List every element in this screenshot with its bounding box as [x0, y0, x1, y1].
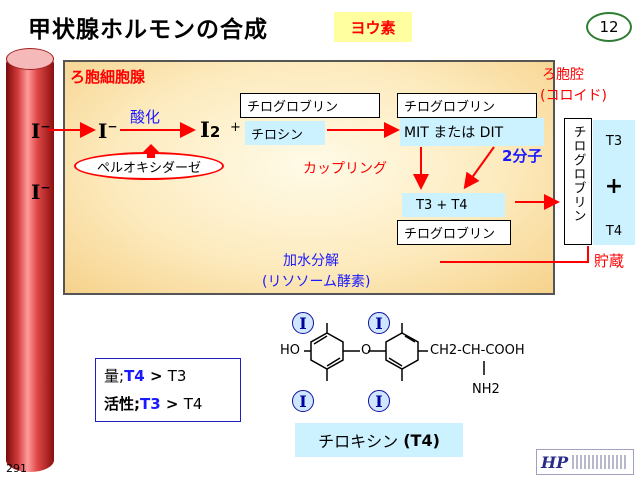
amino-group: NH2	[472, 382, 500, 397]
thyroglobulin-vertical-label: チログロブリン	[570, 125, 586, 223]
blood-vessel	[6, 52, 54, 472]
iodine-molecule: I2	[200, 117, 221, 142]
t3-t4-stored-box: T3 + T4	[593, 120, 635, 245]
right-ring	[385, 332, 419, 370]
iodine-tag: ヨウ素	[334, 12, 412, 42]
coupling-arrow-2	[463, 146, 495, 190]
iodide-blood-2: I−	[31, 180, 51, 204]
page-badge: 12	[586, 12, 632, 42]
publisher-logo-text	[572, 455, 629, 469]
left-ring	[310, 332, 344, 370]
iodide-cell: I−	[98, 119, 118, 143]
thyroxine-structure	[304, 323, 485, 381]
side-chain: CH2-CH-COOH	[430, 343, 525, 358]
mit-dit-box: MIT または DIT	[400, 118, 544, 146]
oxidation-label: 酸化	[130, 108, 161, 126]
ratio-box: 量;T4 > T3 活性;T3 > T4	[95, 358, 241, 422]
colloid-label: ろ胞腔	[542, 67, 584, 83]
iodine-badge-2: I	[368, 312, 390, 334]
activity-row: 活性;T3 > T4	[104, 395, 203, 413]
enzyme-arrow	[141, 144, 161, 158]
t4-label: T4	[605, 224, 623, 239]
cell-label: ろ胞細胞腺	[70, 68, 146, 86]
hydroxyl-group: HO	[280, 343, 301, 358]
thyroglobulin-box-3: チログロブリン	[397, 220, 511, 245]
iodine-badge-3: I	[292, 390, 314, 412]
blood-vessel-opening	[6, 48, 54, 70]
ether-oxygen: O	[361, 343, 372, 358]
hydrolysis-sublabel: (リソソーム酵素)	[262, 274, 371, 290]
slide-number: 291	[6, 462, 27, 475]
colloid-sublabel: (コロイド)	[540, 88, 607, 104]
thyroxine-label: チロキシン (T4)	[295, 423, 463, 457]
amount-row: 量;T4 > T3	[104, 367, 187, 385]
iodine-badge-4: I	[368, 390, 390, 412]
publisher-logo: HP	[536, 449, 634, 475]
t3-t4-box: T3 + T4	[402, 193, 505, 217]
thyroglobulin-box-1: チログロブリン	[240, 93, 380, 118]
thyroglobulin-vertical-box: チログロブリン	[564, 118, 592, 245]
two-molecules-label: 2分子	[502, 147, 543, 165]
iodide-blood: I−	[31, 119, 51, 143]
page-title: 甲状腺ホルモンの合成	[28, 17, 268, 43]
pathway-arrows	[48, 122, 589, 263]
storage-label: 貯蔵	[594, 252, 625, 270]
t3-label: T3	[605, 134, 623, 149]
plus-sign-stored: +	[604, 173, 624, 199]
hydrolysis-arrow	[440, 246, 589, 263]
hydrolysis-label: 加水分解	[283, 253, 339, 269]
thyroglobulin-box-2: チログロブリン	[397, 93, 537, 118]
tyrosine-box: チロシン	[245, 121, 325, 145]
plus-sign: +	[230, 120, 241, 135]
iodine-badge-1: I	[292, 312, 314, 334]
coupling-label: カップリング	[303, 161, 387, 177]
